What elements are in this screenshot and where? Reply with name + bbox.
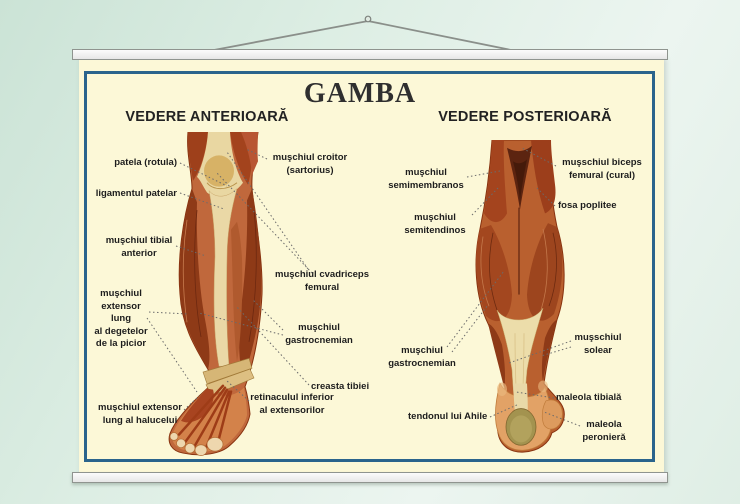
label-biceps-femural: muşschiul biceps femural (cural): [562, 157, 642, 181]
achilles-and-soleus: [488, 307, 557, 423]
hanging-ring: [364, 15, 372, 23]
heel-and-foot: [495, 380, 563, 451]
ankle-retinaculum: [202, 358, 255, 396]
label-semitendinos: muşchiul semitendinos: [404, 212, 466, 236]
label-cvadriceps: muşchiul cvadriceps femural: [275, 269, 369, 293]
heading-posterior-view: VEDERE POSTERIOARĂ: [438, 109, 612, 125]
foot: [169, 384, 247, 456]
label-maleola-peroniera: maleola peronieră: [582, 419, 626, 443]
label-gastrocnemian-post: muşchiul gastrocnemian: [388, 345, 456, 369]
hamstrings-and-fossa: [484, 140, 556, 223]
hanging-wire: [213, 15, 512, 51]
heading-anterior-view: VEDERE ANTERIOARĂ: [125, 109, 289, 125]
label-croitor: muşchiul croitor (sartorius): [272, 152, 348, 176]
poster-title: GAMBA: [303, 78, 417, 109]
label-tibial-anterior: muşchiul tibial anterior: [105, 235, 173, 259]
gastrocnemius-heads: [475, 207, 563, 322]
label-fosa-poplitee: fosa poplitee: [558, 200, 617, 211]
label-retinacul: retinaculul inferior al extensorilor: [250, 392, 334, 416]
poster-frame-border: [84, 71, 655, 462]
label-tendonul-ahile: tendonul lui Ahile: [408, 411, 488, 422]
calf-muscles: [179, 188, 262, 380]
posterior-leg-illustration: [475, 140, 565, 453]
label-maleola-tibiala: maleola tibială: [556, 392, 622, 403]
label-patela: patela (rotula): [114, 157, 177, 168]
tibia-band: [208, 187, 238, 367]
top-hanger-rail: [72, 49, 668, 60]
knee-and-patella: [197, 132, 243, 197]
label-extensor-lung-degete: muşchiul extensor lung al degetelor de l…: [94, 288, 148, 349]
label-extensor-lung-haluce: muşchiul extensor lung al halucelui: [98, 402, 182, 426]
label-creasta-tibiei: creasta tibiei: [311, 381, 370, 392]
bottom-hanger-rail: [72, 472, 668, 483]
label-solear: muşschiul solear: [574, 332, 622, 356]
thigh-muscles: [187, 132, 258, 185]
poster-paper: [79, 57, 664, 473]
anterior-leg-illustration: [168, 132, 263, 456]
label-gastrocnemian-ant: muşchiul gastrocnemian: [285, 322, 353, 346]
label-semimembranos: muşchiul semimembranos: [388, 167, 464, 191]
label-ligamentul-patelar: ligamentul patelar: [95, 188, 177, 199]
